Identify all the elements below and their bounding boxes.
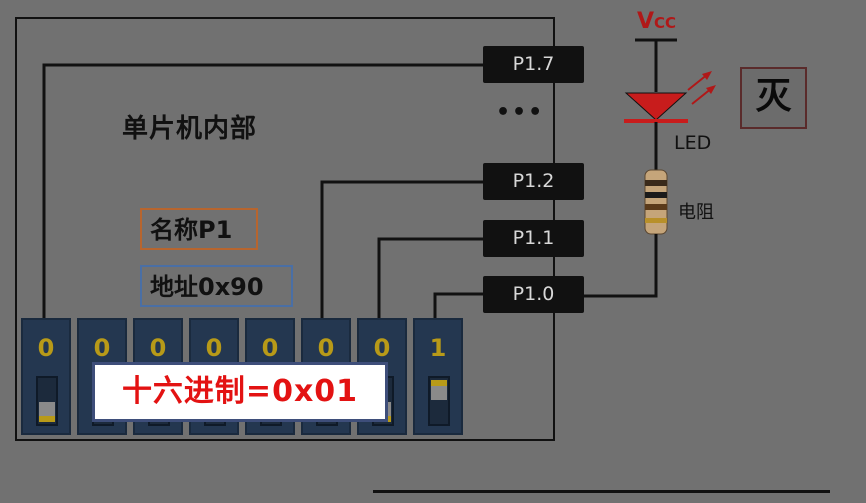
- vcc-sub: CC: [654, 14, 677, 32]
- bit-value: 0: [93, 334, 111, 362]
- led-arrow-2-head: [706, 85, 716, 94]
- hex-value-label: 十六进制=0x01: [92, 362, 388, 422]
- wire-p1-1: [377, 237, 483, 318]
- resistor-label: 电阻: [678, 202, 714, 223]
- led-arrow-1-head: [702, 71, 712, 80]
- bit-value: 0: [149, 334, 167, 362]
- bit-value: 0: [205, 334, 223, 362]
- wire-p1-7: [42, 63, 483, 318]
- wire-resistor-p1-0: [584, 234, 658, 298]
- pin-p1-2: P1.2: [483, 163, 584, 200]
- bit-value: 1: [429, 334, 447, 362]
- bit-switch[interactable]: [36, 376, 58, 426]
- chip-title: 单片机内部: [122, 114, 258, 144]
- vcc-label: VCC: [637, 9, 676, 34]
- pin-ellipsis: •••: [496, 100, 545, 125]
- bit-value: 0: [317, 334, 335, 362]
- register-bit-7[interactable]: 0: [21, 318, 71, 435]
- resistor-band-2: [645, 192, 667, 198]
- resistor-band-1: [645, 180, 667, 186]
- register-address-tag: 地址0x90: [140, 265, 293, 307]
- wire-p1-0: [433, 292, 483, 318]
- pin-p1-0: P1.0: [483, 276, 584, 313]
- bottom-divider: [373, 490, 830, 493]
- register-bit-0[interactable]: 1: [413, 318, 463, 435]
- wire-p1-2: [320, 180, 483, 318]
- bit-value: 0: [37, 334, 55, 362]
- resistor-band-3: [645, 204, 667, 210]
- switch-knob: [431, 380, 447, 400]
- bit-switch[interactable]: [428, 376, 450, 426]
- pin-p1-1: P1.1: [483, 220, 584, 257]
- bit-value: 0: [261, 334, 279, 362]
- led-label: LED: [674, 132, 712, 154]
- led-state-indicator: 灭: [740, 67, 807, 129]
- resistor-body: [644, 169, 668, 235]
- resistor-band-4: [645, 218, 667, 223]
- led-symbol: [624, 92, 688, 121]
- register-name-tag: 名称P1: [140, 208, 258, 250]
- pin-p1-7: P1.7: [483, 46, 584, 83]
- bit-value: 0: [373, 334, 391, 362]
- vcc-main: V: [637, 9, 655, 34]
- switch-knob: [39, 402, 55, 422]
